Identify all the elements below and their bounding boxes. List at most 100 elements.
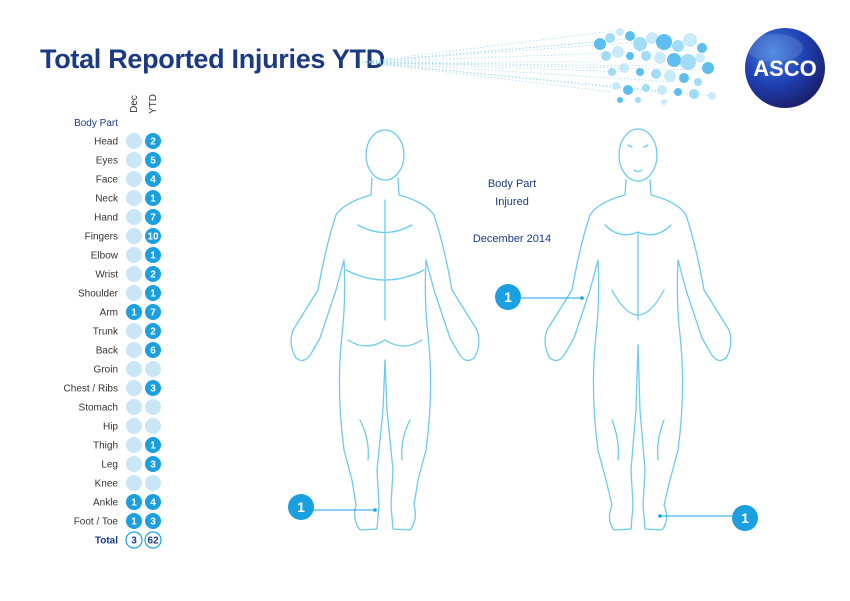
- callout-badge-back-ankle: [288, 494, 314, 520]
- ytd-fingers: 10: [145, 228, 161, 244]
- ytd-knee: [145, 475, 161, 491]
- row-label-foot-toe: Foot / Toe: [74, 517, 119, 528]
- dec-wrist: [126, 266, 142, 282]
- column-header-ytd: YTD: [148, 94, 159, 114]
- dec-chest-ribs-circle: [126, 380, 142, 396]
- ytd-wrist-value: 2: [150, 270, 156, 281]
- map-dot-0: [594, 38, 606, 50]
- dec-trunk: [126, 323, 142, 339]
- callout-front-foot: 1: [658, 505, 758, 531]
- ytd-ankle: 4: [145, 494, 161, 510]
- map-link-3: [361, 39, 669, 63]
- map-dot-30: [674, 88, 682, 96]
- ytd-head-value: 2: [150, 137, 156, 148]
- row-label-face: Face: [96, 175, 119, 186]
- dec-leg-circle: [126, 456, 142, 472]
- total-dec-value: 3: [131, 536, 137, 547]
- dec-hand-circle: [126, 209, 142, 225]
- ytd-fingers-value: 10: [147, 232, 159, 243]
- asco-logo: ASCO: [745, 28, 825, 108]
- dec-trunk-circle: [126, 323, 142, 339]
- ytd-elbow-circle: [145, 247, 161, 263]
- map-dot-23: [664, 70, 676, 82]
- map-dot-13: [641, 51, 651, 61]
- dec-arm-value: 1: [131, 308, 137, 319]
- row-label-arm: Arm: [100, 308, 118, 319]
- dec-stomach: [126, 399, 142, 415]
- map-dot-6: [656, 34, 672, 50]
- dec-stomach-circle: [126, 399, 142, 415]
- dec-back-circle: [126, 342, 142, 358]
- dec-head-circle: [126, 133, 142, 149]
- dec-hip: [126, 418, 142, 434]
- ytd-eyes-value: 5: [150, 156, 156, 167]
- row-label-knee: Knee: [95, 479, 119, 490]
- dec-arm-circle: [126, 304, 142, 320]
- total-ytd-value: 62: [147, 536, 159, 547]
- ytd-hand-value: 7: [150, 213, 156, 224]
- dec-fingers-circle: [126, 228, 142, 244]
- header-body-part: Body Part: [74, 118, 118, 129]
- row-label-chest-ribs: Chest / Ribs: [64, 384, 118, 395]
- map-dot-8: [683, 33, 697, 47]
- ytd-thigh-circle: [145, 437, 161, 453]
- ytd-stomach-circle: [145, 399, 161, 415]
- dec-face: [126, 171, 142, 187]
- ytd-head: 2: [145, 133, 161, 149]
- dec-neck-circle: [126, 190, 142, 206]
- ytd-leg: 3: [145, 456, 161, 472]
- map-dot-16: [680, 54, 696, 70]
- dec-shoulder: [126, 285, 142, 301]
- map-dot-24: [679, 73, 689, 83]
- map-link-2: [361, 37, 641, 63]
- ytd-back-value: 6: [150, 346, 156, 357]
- column-header-dec: Dec: [129, 95, 140, 113]
- map-dot-29: [657, 85, 667, 95]
- ytd-hand: 7: [145, 209, 161, 225]
- ytd-neck-value: 1: [150, 194, 156, 205]
- dec-ankle-value: 1: [131, 498, 137, 509]
- row-label-wrist: Wrist: [95, 270, 118, 281]
- dec-eyes: [126, 152, 142, 168]
- map-dot-14: [654, 52, 666, 64]
- dec-foot-toe-value: 1: [131, 517, 137, 528]
- ytd-thigh-value: 1: [150, 441, 156, 452]
- callout-badge-front-foot: [732, 505, 758, 531]
- dec-back: [126, 342, 142, 358]
- page-title: Total Reported Injuries YTD: [40, 44, 385, 74]
- callout-value-front-foot: 1: [741, 510, 749, 526]
- total-dec: 3: [125, 531, 143, 549]
- dec-groin: [126, 361, 142, 377]
- ytd-hip: [145, 418, 161, 434]
- row-label-stomach: Stomach: [79, 403, 118, 414]
- ytd-trunk-value: 2: [150, 327, 156, 338]
- ytd-face: 4: [145, 171, 161, 187]
- ytd-foot-toe-circle: [145, 513, 161, 529]
- info-block: Body Part Injured December 2014: [473, 178, 551, 245]
- callout-badge-front-arm: [495, 284, 521, 310]
- dec-hand: [126, 209, 142, 225]
- dec-wrist-circle: [126, 266, 142, 282]
- total-ytd-circle: [144, 531, 162, 549]
- total-dec-circle: [125, 531, 143, 549]
- dec-eyes-circle: [126, 152, 142, 168]
- map-dot-4: [633, 37, 647, 51]
- ytd-elbow-value: 1: [150, 251, 156, 262]
- dec-leg: [126, 456, 142, 472]
- row-label-leg: Leg: [101, 460, 118, 471]
- ytd-head-circle: [145, 133, 161, 149]
- total-ytd: 62: [144, 531, 162, 549]
- row-label-head: Head: [94, 137, 118, 148]
- ytd-arm: 7: [145, 304, 161, 320]
- map-dot-28: [642, 84, 650, 92]
- ytd-wrist: 2: [145, 266, 161, 282]
- map-link-7: [361, 61, 653, 67]
- ytd-eyes: 5: [145, 152, 161, 168]
- dec-face-circle: [126, 171, 142, 187]
- ytd-neck-circle: [145, 190, 161, 206]
- dec-ankle: 1: [126, 494, 142, 510]
- ytd-foot-toe-value: 3: [150, 517, 156, 528]
- dec-elbow-circle: [126, 247, 142, 263]
- ytd-back-circle: [145, 342, 161, 358]
- map-link-12: [361, 61, 715, 97]
